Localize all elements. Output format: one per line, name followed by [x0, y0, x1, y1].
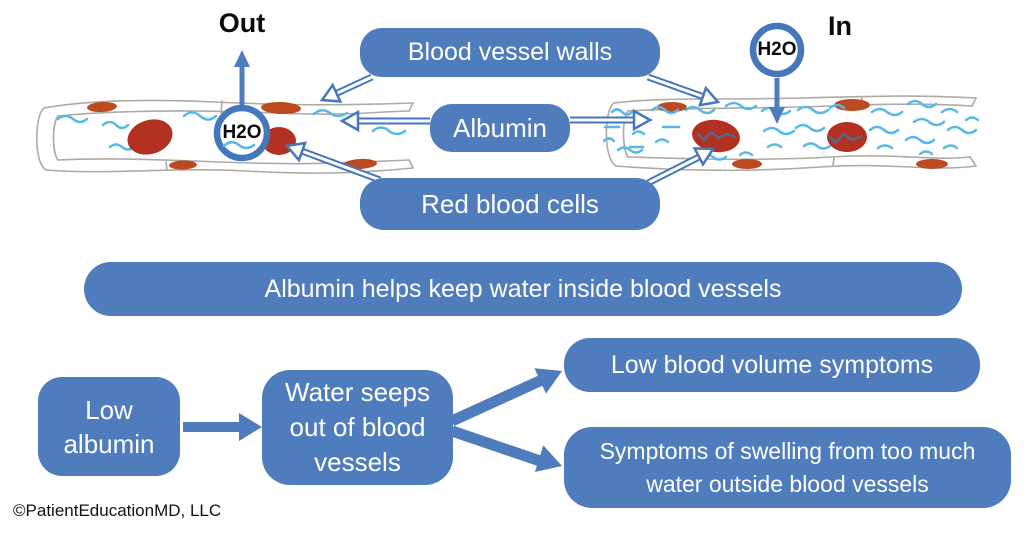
wall-cell-icons-left [87, 101, 377, 170]
albumin-squiggles-left [56, 109, 407, 151]
arrow-rbc-to-left-vessel [284, 141, 382, 184]
arrow-walls-to-right-vessel [646, 73, 721, 107]
red-blood-cell-icons-left [127, 119, 296, 155]
callout-red-blood-cells-label: Red blood cells [421, 188, 599, 219]
flow-arrow-branch-down [450, 425, 562, 472]
copyright-notice: ©PatientEducationMD, LLC [13, 501, 222, 520]
out-label: Out [218, 8, 266, 38]
in-label: In [828, 11, 852, 41]
right-vessel-icon [602, 95, 980, 172]
callout-blood-vessel-walls: Blood vessel walls [360, 28, 660, 77]
main-message-banner: Albumin helps keep water inside blood ve… [84, 262, 962, 316]
flowchart-node-low-albumin: Low albumin [38, 377, 180, 476]
arrow-albumin-to-left-vessel [339, 109, 430, 133]
callout-albumin-label: Albumin [453, 112, 547, 143]
cell-membrane-squiggle-icons [696, 130, 862, 145]
flowchart-low-albumin-label: Low albumin [63, 394, 155, 459]
flowchart-low-blood-volume-label: Low blood volume symptoms [610, 350, 934, 379]
left-vessel-icon [36, 99, 414, 174]
flowchart-node-low-blood-volume: Low blood volume symptoms [564, 338, 980, 392]
water-out-arrow [234, 50, 250, 112]
arrow-walls-to-left-vessel [319, 73, 374, 103]
callout-albumin: Albumin [430, 104, 570, 152]
main-message-label: Albumin helps keep water inside blood ve… [264, 274, 782, 303]
flowchart-node-swelling: Symptoms of swelling from too much water… [564, 427, 1011, 508]
arrow-albumin-to-right-vessel [570, 108, 653, 132]
callout-red-blood-cells: Red blood cells [360, 178, 660, 230]
flowchart-swelling-label: Symptoms of swelling from too much water… [599, 437, 976, 497]
h2o-label-right: H2O [757, 39, 797, 60]
flowchart-water-seeps-label: Water seeps out of blood vessels [285, 377, 430, 477]
h2o-label-left: H2O [222, 122, 262, 143]
flowchart-node-water-seeps: Water seeps out of blood vessels [262, 370, 453, 485]
flow-arrow-low-albumin [183, 413, 262, 441]
water-in-arrow [769, 78, 785, 124]
squiggle-through-circle [222, 141, 256, 150]
h2o-circle-right-icon [749, 22, 805, 78]
callout-blood-vessel-walls-label: Blood vessel walls [407, 38, 613, 66]
flow-arrow-branch-up [449, 368, 562, 427]
arrow-rbc-to-right-vessel [646, 147, 716, 187]
